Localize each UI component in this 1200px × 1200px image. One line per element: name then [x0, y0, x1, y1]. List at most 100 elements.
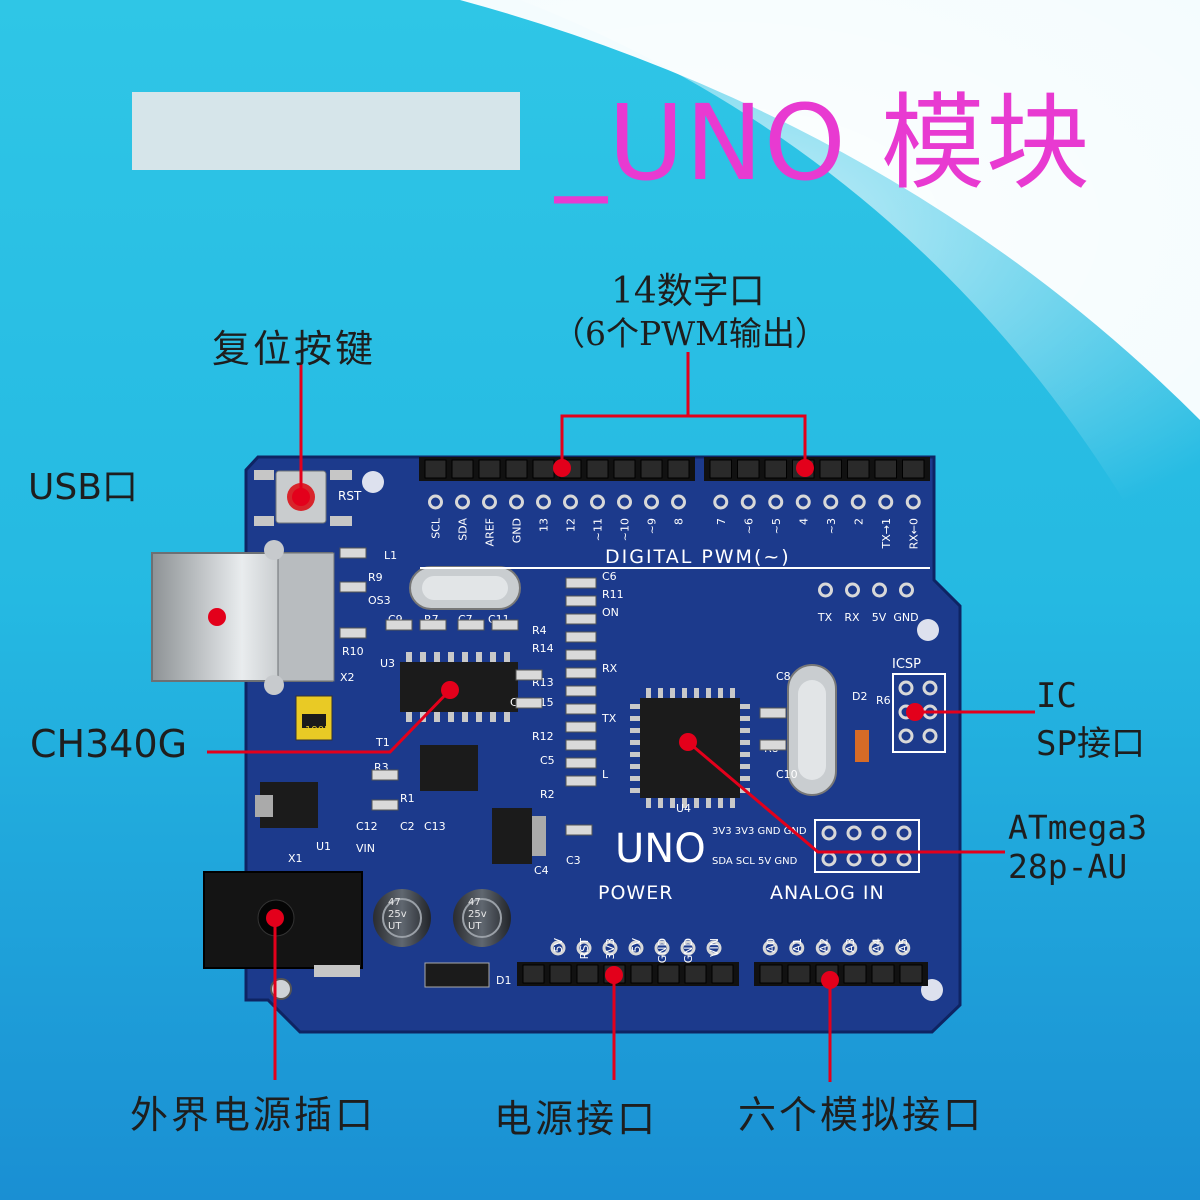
ext-power-dot — [266, 909, 284, 927]
ext-power-callout-label: 外界电源插口 — [130, 1093, 377, 1137]
pin-pad — [576, 940, 592, 956]
pin-pad — [740, 494, 756, 510]
fuse-label-bg — [302, 714, 326, 728]
header-socket — [505, 459, 528, 479]
power-pads — [550, 940, 722, 956]
ref-label: R4 — [532, 624, 547, 637]
smd-resistor — [565, 685, 597, 697]
dc-jack-pin — [314, 965, 360, 977]
smd-resistor — [565, 649, 597, 661]
ref-label: R6 — [876, 694, 891, 707]
chip-pin — [504, 712, 510, 722]
smd-component — [419, 619, 447, 631]
ref-label: C6 — [602, 570, 617, 583]
header-socket — [451, 459, 474, 479]
pin-pad — [590, 494, 605, 510]
extra-header-pin — [821, 851, 837, 867]
usb-callout-label: USB口 — [28, 467, 138, 508]
extra-header-pin — [871, 825, 887, 841]
smd-component — [759, 739, 787, 751]
chip-pin — [740, 740, 750, 745]
power-header — [517, 962, 739, 986]
chip-pin — [490, 712, 496, 722]
chip-pin — [434, 712, 440, 722]
smd-components — [339, 547, 787, 836]
digital-pin-label: GND — [511, 518, 524, 543]
digital-dot-left — [553, 459, 571, 477]
chip-pin — [646, 688, 651, 698]
ref-label: TX — [601, 712, 617, 725]
ref-label: ON — [602, 606, 619, 619]
diode-d2 — [855, 730, 869, 762]
extra-header-frame — [814, 819, 920, 873]
analog-header-body — [754, 962, 928, 986]
reset-pad — [330, 470, 352, 480]
capacitor-label: UT — [468, 921, 482, 932]
chip-pin — [630, 788, 640, 793]
chip-pin — [740, 704, 750, 709]
header-socket — [613, 459, 636, 479]
extra-header-pin — [846, 825, 862, 841]
smd-component — [339, 547, 367, 559]
header-socket — [549, 964, 572, 984]
ref-label: VIN — [356, 842, 375, 855]
header-socket — [711, 964, 734, 984]
atmega-callout-label-1: ATmega3 — [1008, 808, 1148, 847]
chip-pin — [694, 688, 699, 698]
extra-header-pin — [896, 851, 912, 867]
chip-pin — [682, 688, 687, 698]
serial-pin-label: RX — [844, 611, 860, 624]
ref-label: C12 — [356, 820, 378, 833]
extra-header-pin — [896, 825, 912, 841]
ref-label: OS3 — [368, 594, 391, 607]
serial-pin-label: TX — [817, 611, 833, 624]
icsp-header — [892, 673, 946, 753]
pin-pad — [563, 494, 578, 510]
chip-pin — [740, 776, 750, 781]
pin-pad — [671, 494, 686, 510]
pin-pad — [680, 940, 696, 956]
pin-pad — [795, 494, 811, 510]
ch340g-chip — [400, 652, 518, 722]
callout-lines — [207, 352, 1035, 1082]
digital-silk-label: DIGITAL PWM(~) — [605, 546, 791, 568]
icsp-dot — [906, 703, 924, 721]
regulator-tab — [255, 795, 273, 817]
power-pin-label: 5V — [630, 938, 643, 953]
chip-pin — [730, 688, 735, 698]
digital-pin-label: ~3 — [825, 518, 838, 534]
ref-label: D2 — [852, 690, 867, 703]
digital-pin-label: ~5 — [770, 518, 783, 534]
digital-pin-label: 4 — [797, 518, 810, 525]
smd-resistor — [565, 595, 597, 607]
digital-pin-label: SCL — [430, 517, 443, 539]
smd-component — [759, 707, 787, 719]
power-pin-label: VIN — [708, 938, 721, 957]
header-socket — [759, 964, 783, 984]
power-callout-label: 电源接口 — [494, 1097, 659, 1141]
ref-label: R1 — [400, 792, 415, 805]
chip-pin — [420, 652, 426, 662]
pin-pad — [905, 494, 921, 510]
capacitor-label: 47 — [388, 897, 401, 908]
icsp-pin — [922, 728, 938, 744]
chip-pin — [740, 752, 750, 757]
smd-component — [491, 619, 519, 631]
digital-pin-label: ~9 — [646, 518, 659, 534]
reset-callout-label: 复位按键 — [212, 327, 377, 371]
smd-resistor — [565, 667, 597, 679]
ref-label: U4 — [676, 802, 691, 815]
pin-pad — [815, 940, 831, 956]
pin-pad — [455, 494, 470, 510]
header-socket — [640, 459, 663, 479]
ref-label: R11 — [602, 588, 624, 601]
smd-component — [565, 824, 593, 836]
ref-label: X1 — [288, 852, 303, 865]
pin-pad — [895, 940, 911, 956]
chip-pin — [706, 688, 711, 698]
power-dot — [605, 966, 623, 984]
icsp-pin — [922, 680, 938, 696]
pin-pad — [602, 940, 618, 956]
uno-brand-label: UNO — [615, 826, 706, 872]
